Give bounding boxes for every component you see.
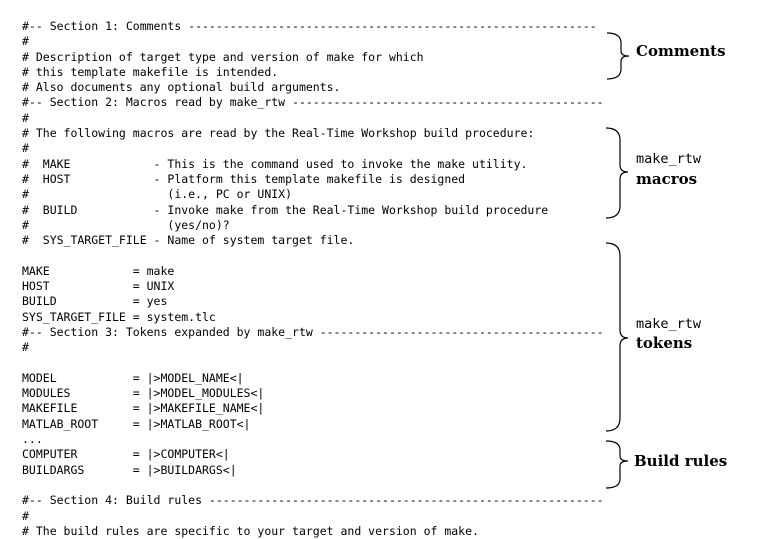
code-line: #-- Section 4: Build rules -------------…	[22, 493, 604, 508]
code-line: # Also documents any optional build argu…	[22, 80, 341, 95]
code-line: MAKE = make	[22, 263, 175, 278]
code-line: # MAKE - This is the command used to inv…	[22, 156, 528, 171]
code-line: MODULES = |>MODEL_MODULES<|	[22, 386, 265, 401]
code-line: # (yes/no)?	[22, 217, 230, 232]
code-line: # HOST - Platform this template makefile…	[22, 171, 466, 186]
code-line: # (i.e., PC or UNIX)	[22, 187, 293, 202]
code-line: MATLAB_ROOT = |>MATLAB_ROOT<|	[22, 416, 251, 431]
code-line: HOST = UNIX	[22, 279, 175, 294]
code-line: #	[22, 508, 29, 523]
code-line: ...	[22, 432, 43, 447]
label-macros: macros	[636, 170, 698, 188]
code-line: #	[22, 141, 29, 156]
code-line: SYS_TARGET_FILE = system.tlc	[22, 309, 216, 324]
brace-build-rules	[605, 440, 629, 489]
code-line	[22, 478, 602, 493]
label-macros-code: make_rtw	[636, 151, 702, 167]
code-line: #-- Section 1: Comments ----------------…	[22, 19, 597, 33]
code-line: #	[22, 34, 29, 49]
code-line: MAKEFILE = |>MAKEFILE_NAME<|	[22, 401, 265, 416]
label-comments: Comments	[636, 42, 726, 60]
code-line: #	[22, 340, 29, 355]
code-line: # The build rules are specific to your t…	[22, 523, 479, 538]
code-line: # Description of target type and version…	[22, 49, 424, 64]
label-tokens-code: make_rtw	[636, 316, 702, 332]
label-build-rules: Build rules	[634, 452, 728, 470]
code-line: COMPUTER = |>COMPUTER<|	[22, 447, 230, 462]
brace-macros	[605, 127, 629, 219]
code-line: # The following macros are read by the R…	[22, 126, 535, 141]
makefile-code: #-- Section 1: Comments ----------------…	[22, 19, 604, 539]
code-line: #-- Section 2: Macros read by make_rtw -…	[22, 95, 604, 110]
code-line	[22, 356, 602, 371]
brace-comments	[606, 32, 630, 80]
code-line: #-- Section 3: Tokens expanded by make_r…	[22, 324, 604, 339]
code-line: # this template makefile is intended.	[22, 64, 279, 79]
code-line: MODEL = |>MODEL_NAME<|	[22, 370, 244, 385]
label-tokens: tokens	[636, 334, 693, 352]
brace-tokens	[605, 242, 629, 432]
code-line	[22, 248, 602, 263]
code-line: # BUILD - Invoke make from the Real-Time…	[22, 202, 549, 217]
code-line: # SYS_TARGET_FILE - Name of system targe…	[22, 233, 355, 248]
code-line: BUILD = yes	[22, 294, 168, 309]
code-line: #	[22, 110, 29, 125]
code-line: BUILDARGS = |>BUILDARGS<|	[22, 462, 237, 477]
